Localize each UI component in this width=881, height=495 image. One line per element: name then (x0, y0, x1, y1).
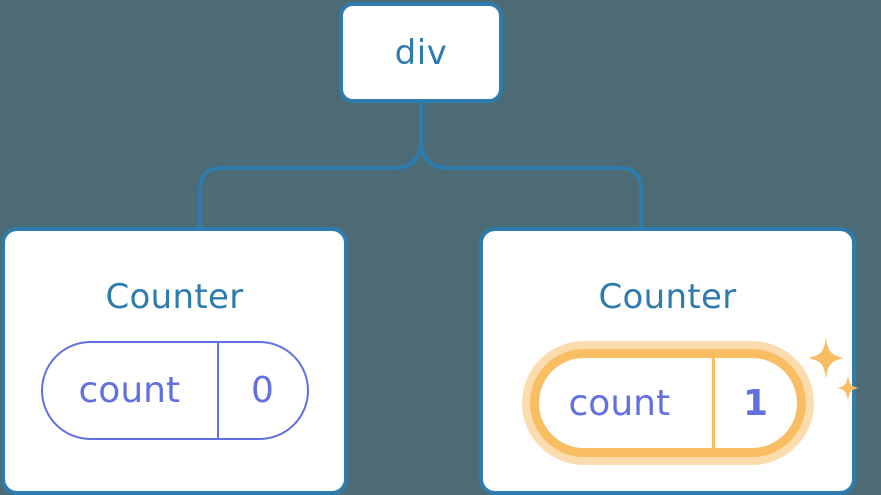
div-node-label: div (394, 32, 448, 73)
connector-branch-left (198, 138, 423, 231)
state-pill-count-left[interactable]: count 0 (40, 341, 309, 440)
counter-left-title: Counter (105, 277, 244, 317)
counter-card-right[interactable]: Counter count 1 (479, 227, 859, 495)
counter-right-state-wrap: count 1 (521, 337, 859, 465)
counter-card-left[interactable]: Counter count 0 (1, 227, 348, 495)
state-value-label: 0 (251, 370, 274, 411)
state-value-label: 1 (742, 382, 769, 424)
sparkle-large-icon (807, 337, 844, 379)
state-key-label: count (539, 358, 715, 448)
state-pill-count-right[interactable]: count 1 (529, 349, 806, 457)
div-node[interactable]: div (339, 2, 503, 103)
counter-left-state-wrap: count 0 (40, 341, 309, 440)
state-pill-highlight-glow: count 1 (521, 341, 814, 465)
connector-trunk (419, 99, 643, 231)
sparkle-small-icon (836, 375, 859, 401)
counter-right-title: Counter (598, 277, 737, 317)
state-key-label: count (43, 343, 219, 438)
